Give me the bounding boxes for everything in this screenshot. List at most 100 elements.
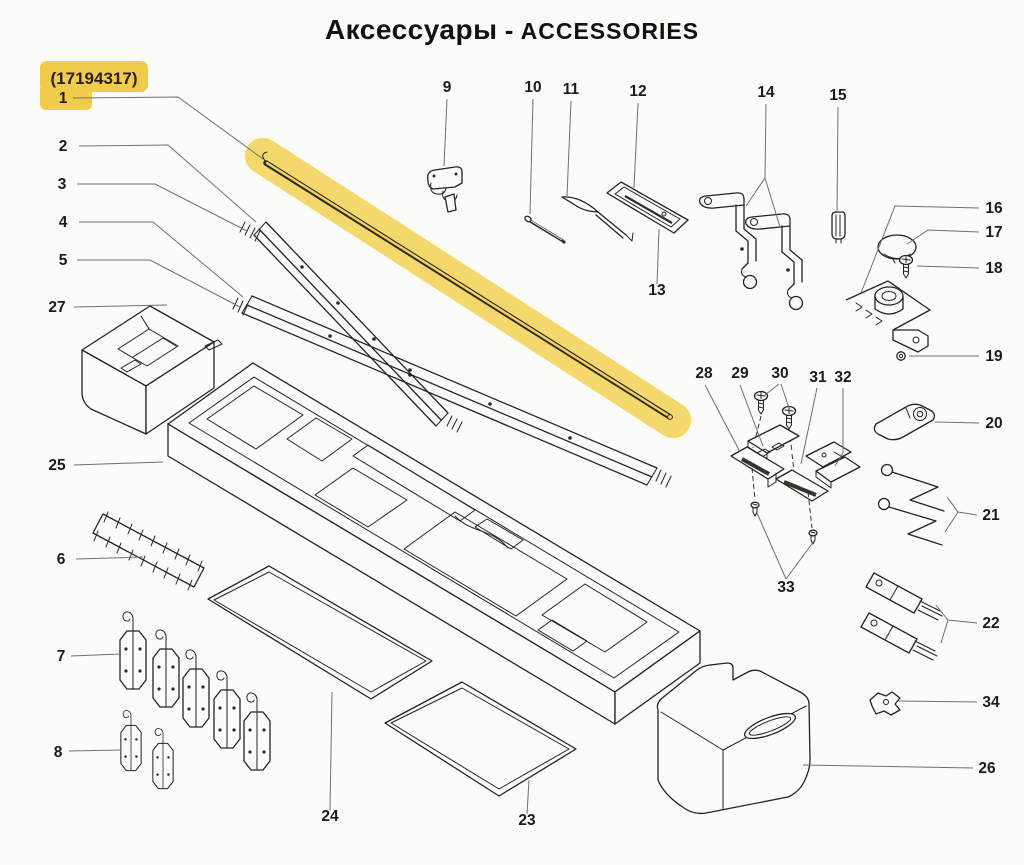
part-number-label-15: 15: [829, 87, 847, 104]
part-24-drawing-sheet: [207, 565, 433, 700]
leader-line-part-34: [898, 700, 978, 703]
leader-line-part-2: [78, 144, 257, 223]
leader-line-part-18: [916, 265, 980, 269]
leader-line-part-15: [836, 106, 839, 213]
part-number-label-2: 2: [59, 138, 68, 155]
leader-line-part-30-2: [780, 383, 790, 409]
leader-line-part-3: [77, 183, 248, 232]
leader-line-part-31: [800, 387, 818, 465]
part-2-3-drawing-rail: [239, 221, 463, 433]
part-number-label-30: 30: [771, 365, 788, 382]
part-23-drawing-sheet: [384, 681, 577, 797]
part-number-label-3: 3: [58, 176, 67, 193]
part-3-spring-right: [446, 415, 463, 433]
part-34-drawing-cross-clip: [869, 691, 901, 716]
part-number-label-28: 28: [695, 365, 713, 382]
part-number-label-26: 26: [978, 760, 996, 777]
part-14-drawing-clamps: [698, 192, 804, 311]
leader-line-part-30: [764, 383, 780, 396]
part-6-drawing-comb: [92, 511, 205, 591]
part-17-drawing-disc: [877, 234, 917, 264]
leader-line-part-14-2: [764, 177, 781, 228]
part-32-plate: [815, 456, 861, 483]
leader-line-part-26: [802, 764, 974, 769]
leader-line-part-33: [756, 512, 787, 580]
part-30-screw-b: [781, 405, 797, 430]
part-21-drawing-wires: [877, 463, 945, 546]
part-1-drawing-sponge-bar: [262, 151, 673, 420]
part-18-drawing-screw: [898, 254, 914, 279]
part-number-label-21: 21: [982, 507, 1000, 524]
part-27-drawing-case: [81, 305, 223, 435]
part-number-label-1: 1: [59, 90, 68, 107]
part-number-label-27: 27: [48, 299, 65, 316]
part-28-rail-gauge: [730, 446, 785, 480]
leader-line-part-9: [443, 98, 448, 167]
title-separator: -: [497, 15, 521, 45]
part-number-label-23: 23: [518, 812, 536, 829]
part-number-label-14: 14: [757, 84, 775, 101]
leader-line-part-10: [529, 98, 534, 215]
leader-line-part-21: [946, 496, 978, 516]
part-16-drawing-base-plate: [845, 280, 931, 353]
part-number-label-12: 12: [629, 83, 646, 100]
part-4-5-drawing-rail: [232, 295, 672, 488]
leader-line-part-21-2: [944, 511, 959, 533]
part-number-label-25: 25: [48, 457, 66, 474]
leader-line-part-13: [656, 228, 660, 285]
leader-line-part-33-2: [785, 540, 815, 580]
leader-line-part-23: [526, 779, 530, 815]
highlight-chip-label-1: [40, 84, 92, 110]
leader-line-part-22: [935, 604, 978, 624]
part-number-label-18: 18: [985, 260, 1003, 277]
part-28-33-drawing-bracket-assembly: [730, 390, 861, 545]
part-20-drawing-lever: [873, 403, 936, 441]
part-number-label-24: 24: [321, 808, 339, 825]
part-3-spring-left: [239, 221, 261, 242]
part-25-drawing-tray: [167, 362, 701, 725]
part-number-label-32: 32: [834, 369, 851, 386]
part-19-drawing-washer: [896, 351, 906, 361]
part-number-label-8: 8: [54, 744, 63, 761]
part-7-drawing-weights: [119, 611, 271, 771]
part-number-label-19: 19: [985, 348, 1003, 365]
part-5-spring-left: [232, 297, 249, 316]
part-number-label-17: 17: [985, 224, 1002, 241]
leader-line-part-20: [934, 421, 980, 424]
leader-line-part-22-2: [940, 619, 949, 644]
leader-line-part-5: [77, 259, 241, 308]
title-english: ACCESSORIES: [520, 18, 700, 44]
leader-line-part-27: [73, 304, 168, 308]
part-number-label-9: 9: [443, 79, 452, 96]
part-number-label-10: 10: [524, 79, 541, 96]
leader-line-part-16: [860, 205, 980, 294]
part-9-drawing-bracket: [427, 166, 463, 213]
part-number-label-5: 5: [59, 252, 68, 269]
leader-line-part-1: [72, 96, 264, 160]
part-29-bracket: [747, 424, 800, 454]
leader-line-part-29: [739, 384, 764, 447]
part-number-label-6: 6: [57, 551, 66, 568]
part-number-label-16: 16: [985, 200, 1003, 217]
highlighted-part-code: (17194317): [51, 69, 138, 88]
part-number-label-20: 20: [985, 415, 1002, 432]
leader-line-part-32: [834, 388, 844, 467]
part-10-drawing-pin: [524, 215, 566, 244]
part-15-drawing-clip: [831, 211, 846, 244]
leader-line-part-6: [75, 556, 144, 560]
part-number-label-13: 13: [648, 282, 666, 299]
leader-line-part-8: [68, 749, 122, 752]
leader-line-part-4: [79, 221, 244, 298]
leader-line-part-12: [633, 102, 639, 189]
leader-line-part-17: [906, 229, 980, 245]
part-number-label-11: 11: [563, 81, 580, 98]
part-5-spring-right: [655, 469, 672, 488]
leader-line-part-14: [745, 103, 767, 207]
leader-line-part-28: [704, 384, 741, 453]
part-31-plate: [805, 441, 852, 468]
title-russian: Аксессуары: [324, 14, 498, 45]
leader-line-part-7: [70, 653, 122, 657]
